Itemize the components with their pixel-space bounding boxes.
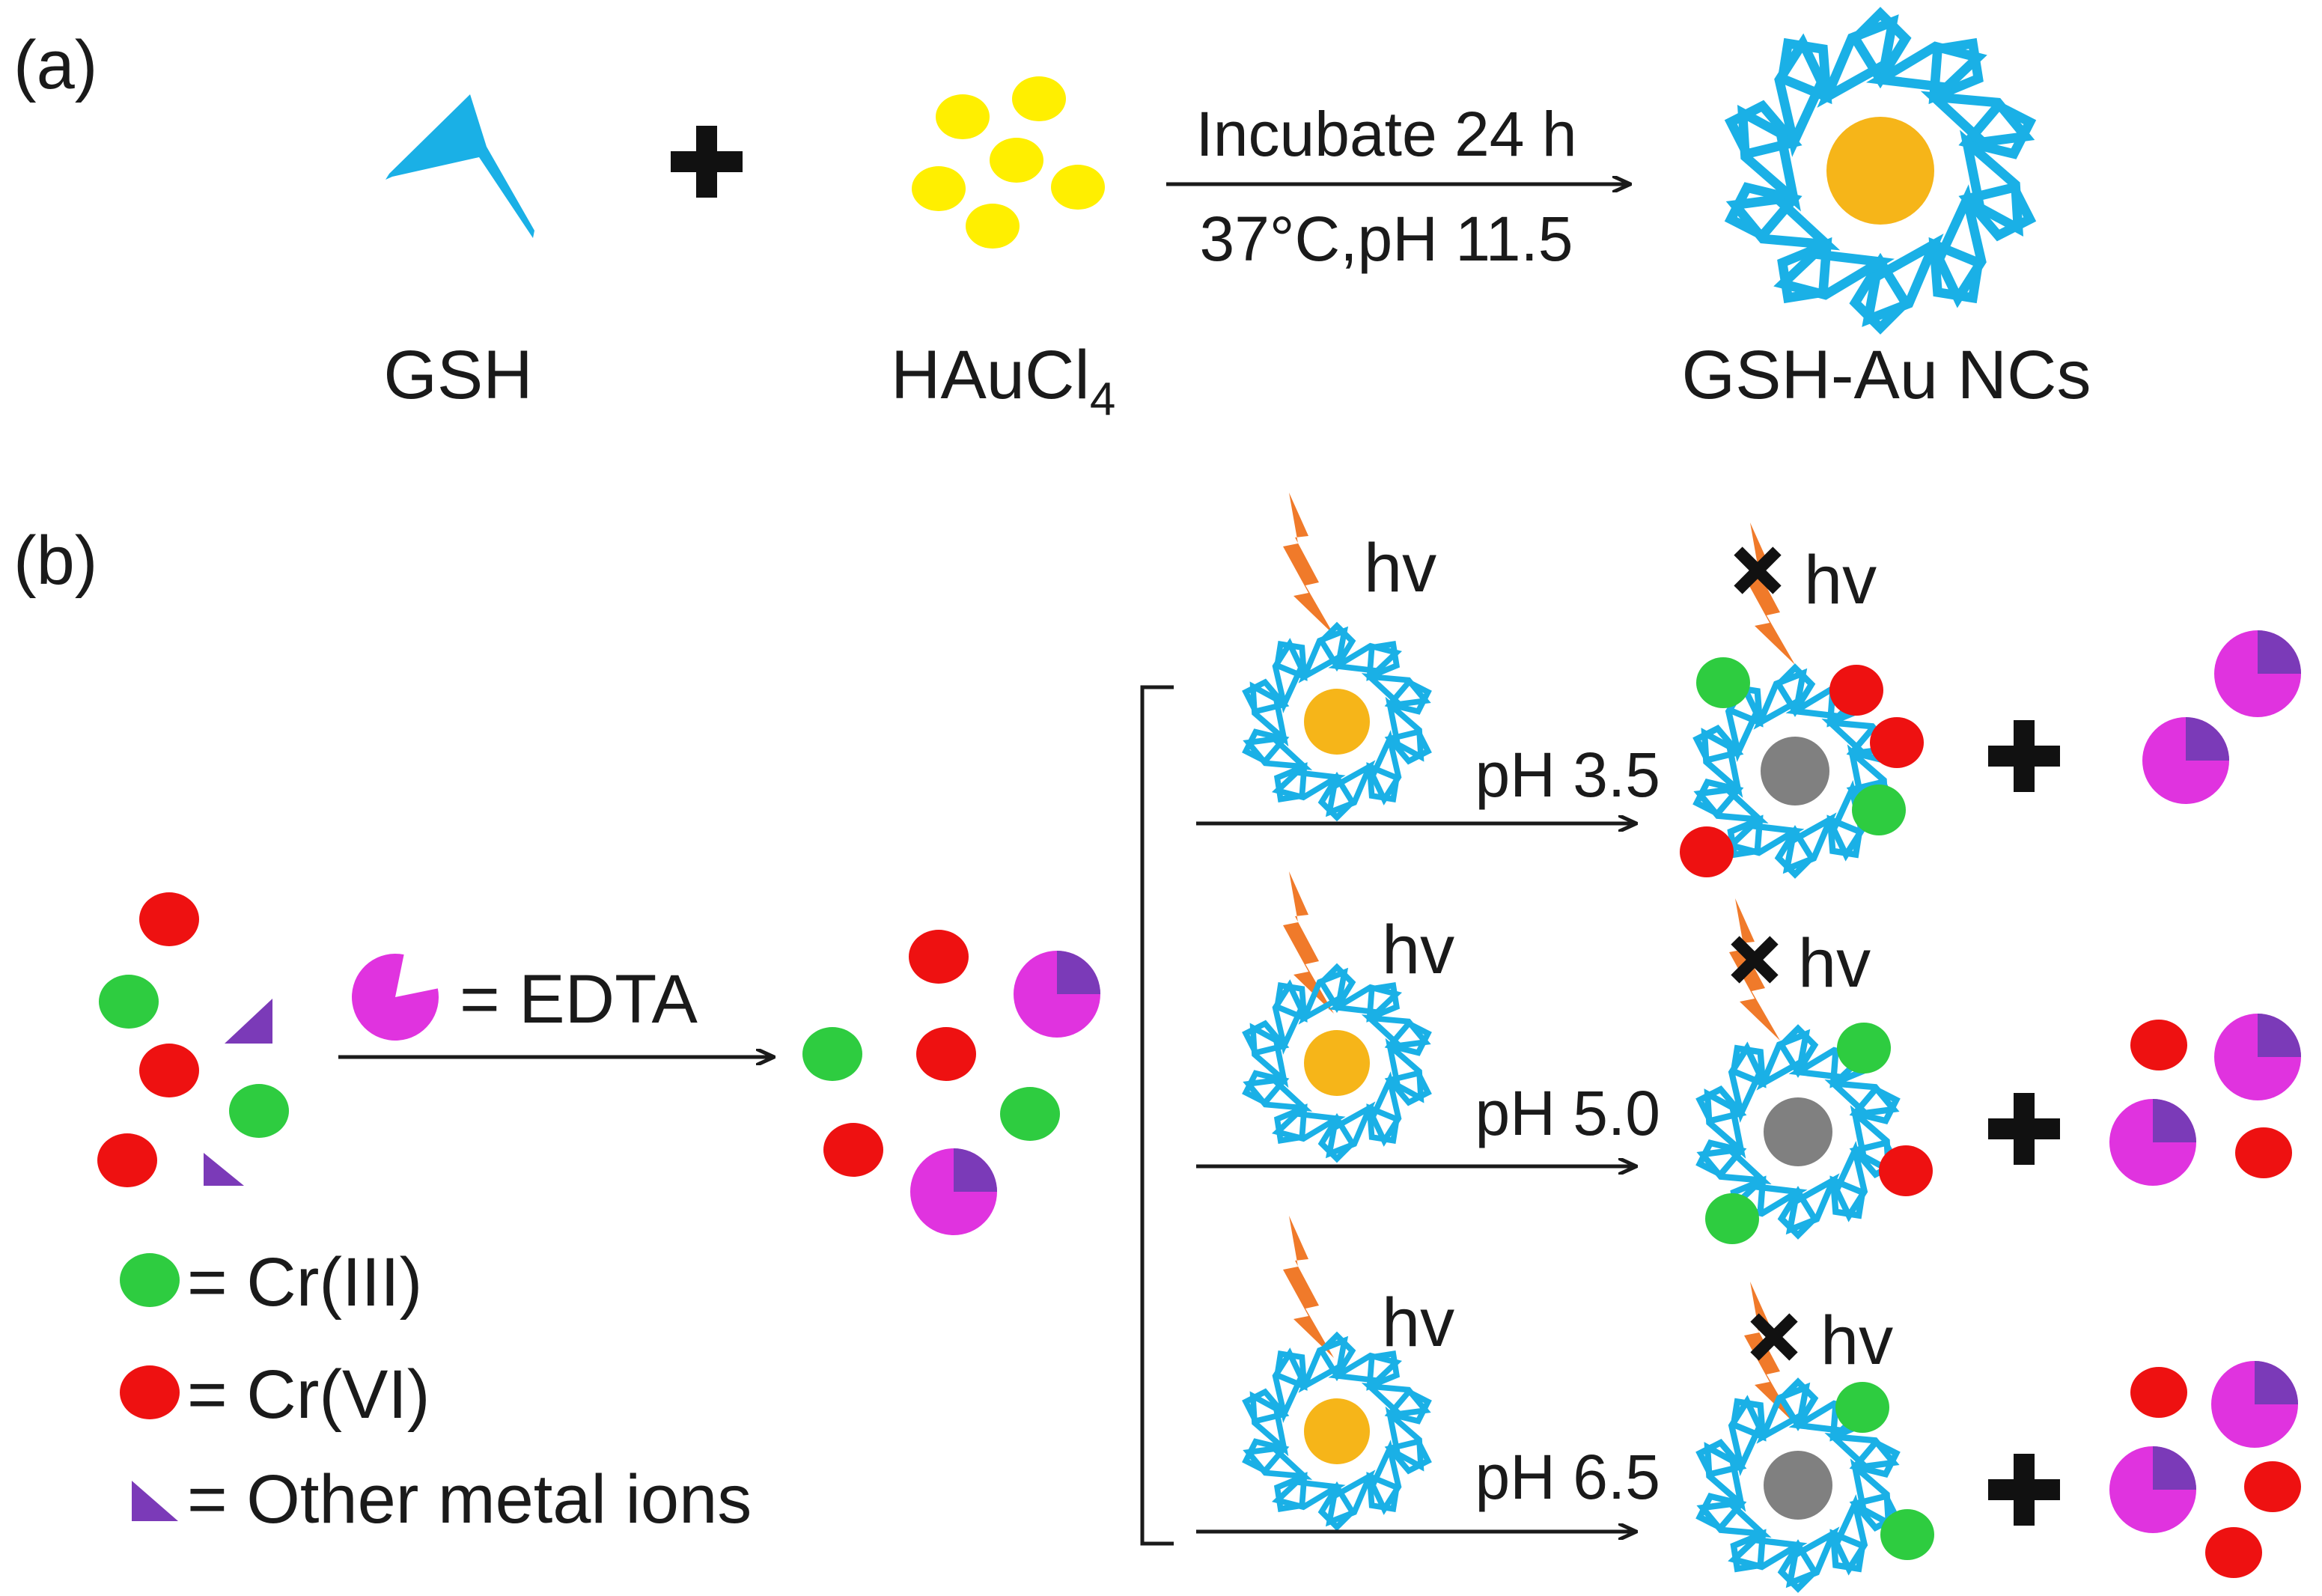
branch-bracket (1140, 685, 1174, 1546)
legend-other: = Other metal ions (187, 1461, 752, 1538)
hv-label: hv (1798, 925, 1871, 1002)
hv-label: hv (1382, 912, 1454, 988)
gsh-icon (386, 94, 534, 238)
gsh-au-ncs-label: GSH-Au NCs (1682, 337, 2091, 413)
condition-top: Incubate 24 h (1195, 99, 1576, 169)
other-ion-icon (204, 1153, 244, 1186)
other-ion-icon (225, 999, 272, 1044)
branch-ph-6-5: hv pH 6.5 hv (1196, 1216, 2301, 1589)
plus-icon (671, 126, 743, 198)
branch-ph-3-5: hv pH 3.5 hv (1196, 493, 2301, 877)
gsh-label: GSH (383, 337, 532, 413)
ion-edta-mixture (802, 930, 1100, 1235)
plus-icon (1988, 1454, 2060, 1526)
ph-label: pH 3.5 (1475, 740, 1661, 810)
haucl4-label: HAuCl4 (891, 337, 1115, 425)
hv-label: hv (1364, 530, 1436, 606)
cr6-swatch (120, 1365, 180, 1419)
other-ion-swatch (132, 1481, 178, 1521)
legend-cr3: = Cr(III) (187, 1244, 422, 1321)
ph-label: pH 6.5 (1475, 1442, 1661, 1512)
ph-label: pH 5.0 (1475, 1078, 1661, 1148)
hv-label: hv (1820, 1303, 1893, 1379)
plus-icon (1988, 720, 2060, 792)
light-bolt-icon (1283, 1216, 1334, 1358)
edta-legend-icon (352, 953, 439, 1041)
branch-ph-5-0: hv pH 5.0 hv (1196, 871, 2301, 1244)
hv-label: hv (1382, 1285, 1454, 1361)
condition-bottom: 37°C,pH 11.5 (1200, 204, 1573, 274)
gold-ion-dots (912, 76, 1105, 249)
au-nanocluster-product (1723, 13, 2038, 328)
light-bolt-icon (1744, 523, 1795, 665)
panel-b-tag: (b) (13, 523, 97, 599)
legend-cr6: = Cr(VI) (187, 1356, 430, 1433)
ion-mixture (97, 892, 289, 1187)
plus-icon (1988, 1093, 2060, 1165)
light-bolt-icon (1283, 493, 1334, 635)
legend: = Cr(III) = Cr(VI) = Other metal ions (120, 1244, 752, 1538)
panel-a-tag: (a) (13, 27, 97, 103)
cr3-swatch (120, 1253, 180, 1307)
hv-label: hv (1804, 542, 1877, 618)
edta-label: = EDTA (460, 961, 698, 1038)
